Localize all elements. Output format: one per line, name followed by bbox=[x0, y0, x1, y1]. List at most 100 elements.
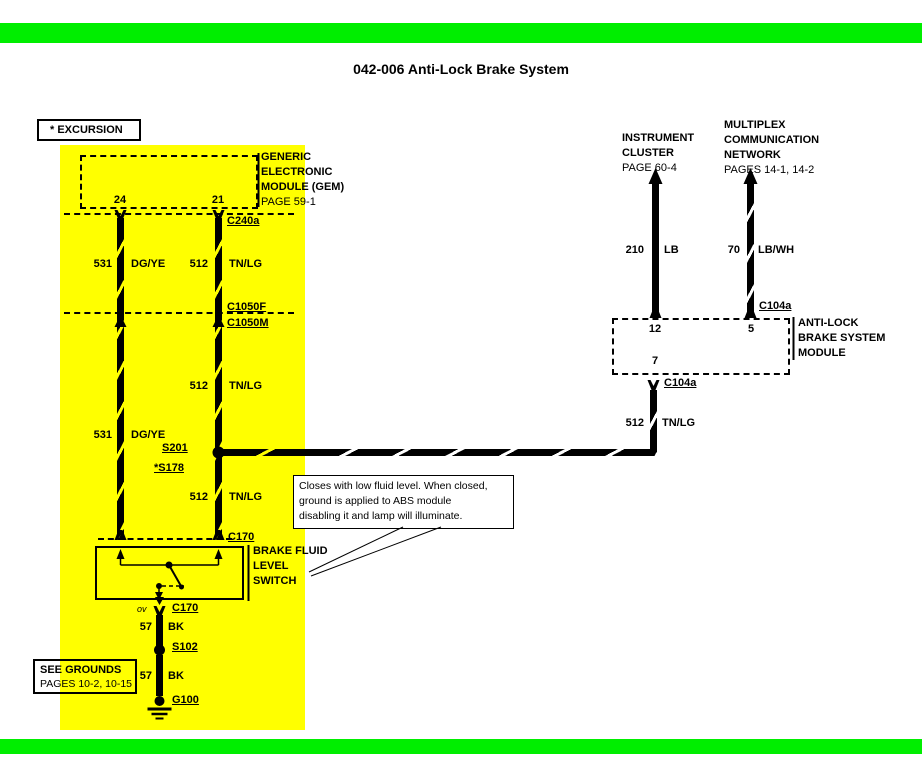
note-line: ground is applied to ABS module bbox=[299, 495, 452, 507]
multiplex-network-label: MULTIPLEX COMMUNICATION NETWORK PAGES 14… bbox=[724, 118, 819, 178]
wire-512-tnlg-left bbox=[215, 218, 222, 538]
wire-color: TN/LG bbox=[229, 380, 262, 392]
wire-color: DG/YE bbox=[131, 258, 166, 270]
splice-s102-label: S102 bbox=[172, 641, 198, 653]
wire-531-dgye bbox=[117, 218, 124, 538]
abs-module-line: MODULE bbox=[798, 347, 846, 359]
wire-num: 512 bbox=[625, 417, 644, 429]
gem-name-line: ELECTRONIC bbox=[261, 166, 333, 178]
connector-c170-top-label: C170 bbox=[228, 531, 255, 543]
switch-blade bbox=[168, 564, 182, 587]
wire-num: 210 bbox=[625, 244, 644, 256]
connector-c104a-right-label: C104a bbox=[759, 300, 792, 312]
connector-line-c1050 bbox=[64, 312, 294, 314]
gem-pin-24: 24 bbox=[113, 194, 127, 206]
flow-arrow-up-icon bbox=[648, 168, 663, 184]
wire-num: 512 bbox=[189, 380, 208, 392]
abs-pin-7: 7 bbox=[651, 355, 659, 367]
connector-c104a-lower-label: C104a bbox=[664, 377, 697, 389]
top-banner bbox=[0, 23, 922, 43]
gem-page-ref: PAGE 59-1 bbox=[261, 196, 316, 208]
gem-pin-21: 21 bbox=[211, 194, 225, 206]
gem-module-box bbox=[80, 155, 258, 209]
wire-color: LB bbox=[664, 244, 679, 256]
see-grounds-box: SEE GROUNDS PAGES 10-2, 10-15 bbox=[33, 659, 137, 694]
connector-flare-icon bbox=[114, 530, 127, 540]
fluid-switch-line: LEVEL bbox=[253, 560, 289, 572]
switch-arrow-up-icon bbox=[116, 549, 125, 559]
wire-num: 70 bbox=[727, 244, 740, 256]
fluid-switch-label: BRAKE FLUID LEVEL SWITCH bbox=[253, 544, 328, 589]
multiplex-page-ref: PAGES 14-1, 14-2 bbox=[724, 164, 815, 176]
wire-num: 512 bbox=[189, 258, 208, 270]
instrument-cluster-page-ref: PAGE 60-4 bbox=[622, 162, 677, 174]
wire-color: BK bbox=[168, 621, 184, 633]
note-line: disabling it and lamp will illuminate. bbox=[299, 510, 463, 522]
splice-s201-label: S201 bbox=[162, 442, 188, 454]
wire-num: 531 bbox=[93, 429, 112, 441]
wire-70-lbwh bbox=[747, 182, 754, 318]
excursion-label: * EXCURSION bbox=[50, 124, 123, 136]
instrument-cluster-line: CLUSTER bbox=[622, 147, 674, 159]
page-title: 042-006 Anti-Lock Brake System bbox=[353, 61, 569, 77]
highlight-region bbox=[60, 145, 305, 730]
switch-arrow-down-icon bbox=[155, 592, 163, 600]
connector-arrow-down-icon bbox=[155, 597, 164, 605]
wire-color: TN/LG bbox=[229, 258, 262, 270]
fluid-switch-line: SWITCH bbox=[253, 575, 297, 587]
note-pointer-line bbox=[310, 526, 442, 577]
connector-line-c240a bbox=[64, 213, 294, 215]
wire-512-right-vertical bbox=[650, 390, 657, 456]
instrument-cluster-label: INSTRUMENT CLUSTER PAGE 60-4 bbox=[622, 131, 694, 176]
connector-c1050f-label: C1050F bbox=[227, 301, 267, 313]
wire-num: 531 bbox=[93, 258, 112, 270]
connector-flare-icon bbox=[744, 308, 757, 318]
wire-color: TN/LG bbox=[662, 417, 695, 429]
note-line: Closes with low fluid level. When closed… bbox=[299, 480, 488, 492]
note-box: Closes with low fluid level. When closed… bbox=[293, 475, 514, 529]
connector-cup-icon bbox=[212, 210, 225, 220]
gem-module-label: GENERIC ELECTRONIC MODULE (GEM) PAGE 59-… bbox=[261, 150, 344, 210]
wire-color: LB/WH bbox=[758, 244, 795, 256]
gem-name-line: GENERIC bbox=[261, 151, 312, 163]
connector-arrow-icon bbox=[114, 315, 127, 327]
abs-module-line: BRAKE SYSTEM bbox=[798, 332, 886, 344]
wire-num: 57 bbox=[139, 621, 152, 633]
wire-color: DG/YE bbox=[131, 429, 166, 441]
bottom-banner bbox=[0, 739, 922, 754]
splice-s178-label: *S178 bbox=[154, 462, 184, 474]
multiplex-line: COMMUNICATION bbox=[724, 134, 820, 146]
ground-dot bbox=[154, 696, 165, 706]
connector-c240a-label: C240a bbox=[227, 215, 260, 227]
excursion-box: * EXCURSION bbox=[37, 119, 141, 141]
instrument-cluster-line: INSTRUMENT bbox=[622, 132, 695, 144]
wire-color: BK bbox=[168, 670, 184, 682]
wire-num: 512 bbox=[189, 491, 208, 503]
switch-contact-dot bbox=[156, 583, 162, 589]
wire-512-horizontal-white bbox=[305, 449, 650, 456]
splice-s102-dot bbox=[154, 644, 165, 656]
wire-512-horizontal-yellow bbox=[222, 449, 305, 456]
abs-pin-12: 12 bbox=[648, 323, 662, 335]
ov-marker: ov bbox=[137, 604, 147, 614]
wire-57-bk-lower bbox=[156, 655, 163, 696]
connector-flare-icon bbox=[212, 530, 225, 540]
note-pointer-line bbox=[308, 526, 404, 573]
see-grounds-pages: PAGES 10-2, 10-15 bbox=[40, 678, 133, 690]
connector-c170-bottom-label: C170 bbox=[172, 602, 199, 614]
connector-c1050m-label: C1050M bbox=[227, 317, 269, 329]
connector-flare-icon bbox=[649, 308, 662, 318]
splice-s201-dot bbox=[212, 446, 225, 459]
abs-pin-5: 5 bbox=[747, 323, 755, 335]
flow-arrow-up-icon bbox=[743, 168, 758, 184]
wire-color: TN/LG bbox=[229, 491, 262, 503]
wire-num: 57 bbox=[139, 670, 152, 682]
switch-arrow-up-icon bbox=[214, 549, 223, 559]
switch-blade-dot bbox=[179, 584, 184, 590]
fluid-switch-line: BRAKE FLUID bbox=[253, 545, 328, 557]
see-grounds-title: SEE GROUNDS bbox=[40, 664, 122, 676]
wire-210-lb bbox=[652, 182, 659, 318]
connector-line-c170 bbox=[98, 538, 232, 540]
